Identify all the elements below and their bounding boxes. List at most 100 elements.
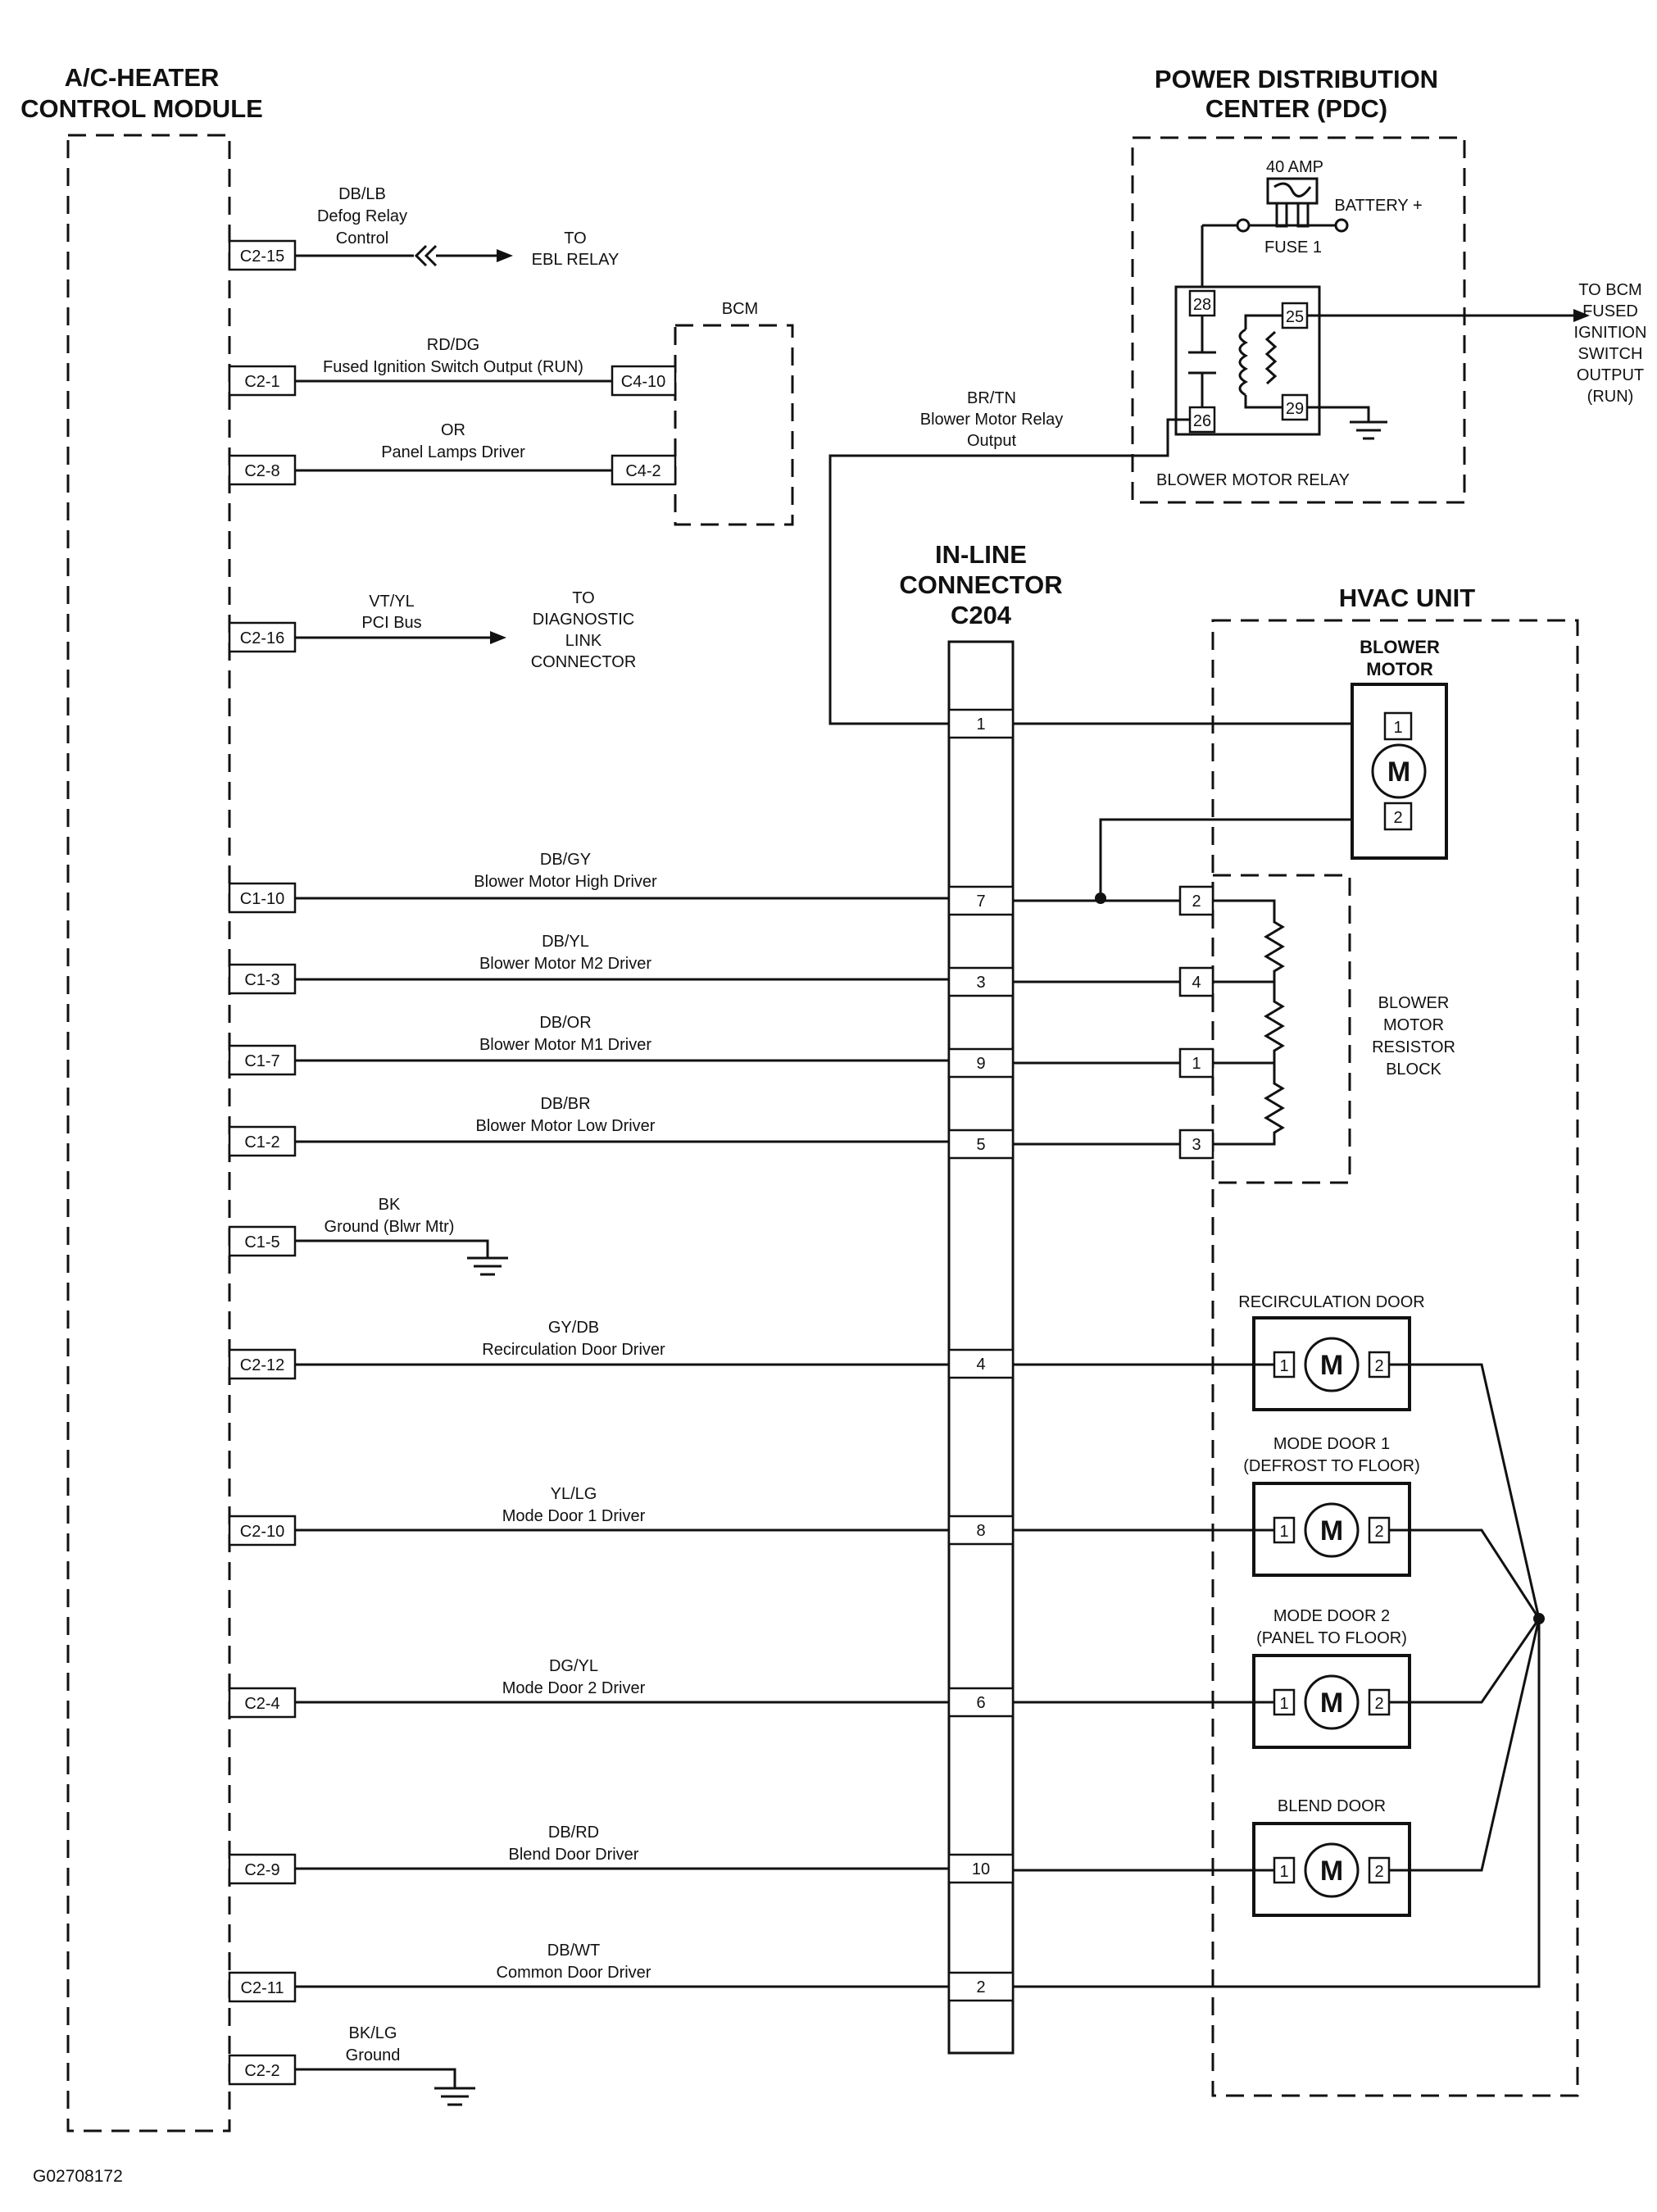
panel-desc: Panel Lamps Driver — [381, 443, 525, 461]
desc-blend: Blend Door Driver — [509, 1846, 639, 1864]
cav-1: 1 — [976, 715, 985, 734]
mode2-label-a: MODE DOOR 2 — [1273, 1607, 1390, 1625]
to-bcm-line2: FUSED — [1582, 302, 1638, 320]
cav-8: 8 — [976, 1522, 985, 1540]
wire-bk: BK — [379, 1196, 401, 1214]
battery-terminal — [1334, 218, 1349, 233]
blower-relay-label: BLOWER MOTOR RELAY — [1156, 471, 1350, 489]
connector-title-1: IN-LINE — [935, 540, 1027, 569]
pdc-title-line2: CENTER (PDC) — [1205, 94, 1387, 123]
battery-label: BATTERY + — [1334, 197, 1422, 215]
mode1-label-a: MODE DOOR 1 — [1273, 1435, 1390, 1453]
pin-c1-5: C1-5 — [244, 1233, 279, 1251]
hvac-outline — [1211, 619, 1579, 2097]
pin-c2-9: C2-9 — [244, 1861, 279, 1879]
resistor-pin-2: 2 — [1192, 893, 1201, 911]
relay-switch-symbol — [1188, 314, 1282, 409]
mode-door-1-actuator: MODE DOOR 1 (DEFROST TO FLOOR) 1 M 2 — [1243, 1435, 1420, 1577]
defog-wire-color: DB/LB — [338, 185, 386, 203]
defog-desc-2: Control — [336, 229, 388, 248]
svg-text:2: 2 — [1374, 1863, 1383, 1881]
fuse-terminal-left — [1236, 218, 1251, 233]
desc-mode2: Mode Door 2 Driver — [502, 1679, 646, 1697]
module-title-line2: CONTROL MODULE — [20, 94, 263, 123]
to-bcm-line3: IGNITION — [1574, 324, 1647, 342]
pin-c2-8: C2-8 — [244, 462, 279, 480]
pin-c2-1: C2-1 — [244, 373, 279, 391]
pin-c1-10: C1-10 — [240, 890, 284, 908]
pin-c2-12-box — [228, 1348, 297, 1380]
connector-title-3: C204 — [951, 601, 1012, 629]
pci-to-diagnostic: DIAGNOSTIC — [533, 611, 634, 629]
panel-wire-color: OR — [441, 421, 465, 439]
cav-10: 10 — [972, 1860, 990, 1878]
svg-text:2: 2 — [1374, 1357, 1383, 1375]
desc-blower-high: Blower Motor High Driver — [474, 873, 657, 891]
svg-text:M: M — [1320, 1515, 1343, 1547]
relay-pin-29: 29 — [1286, 400, 1304, 418]
pdc-outline — [1131, 136, 1466, 504]
bcm-title: BCM — [722, 300, 758, 318]
splice-dot — [1095, 893, 1106, 904]
svg-text:1: 1 — [1279, 1523, 1288, 1541]
defog-desc-1: Defog Relay — [317, 207, 407, 225]
pin-c2-8-box — [228, 454, 297, 486]
pin-c2-1-box — [228, 365, 297, 397]
pci-wire-color: VT/YL — [369, 593, 415, 611]
resistor-label-3: RESISTOR — [1372, 1038, 1455, 1056]
wire-gy-db: GY/DB — [548, 1319, 599, 1337]
recirculation-door-actuator: RECIRCULATION DOOR 1 M 2 — [1238, 1293, 1425, 1411]
relay-pin-26: 26 — [1193, 412, 1211, 430]
blower-motor-label-1: BLOWER — [1360, 637, 1440, 657]
relay-ground-wire — [1307, 406, 1370, 422]
cav-6: 6 — [976, 1694, 985, 1712]
blower-motor-pin1: 1 — [1393, 719, 1402, 737]
pin-c1-10-box — [228, 882, 297, 914]
pin-c2-10: C2-10 — [240, 1523, 284, 1541]
pci-to: TO — [572, 589, 594, 607]
bcm-pin-c4-10: C4-10 — [621, 373, 665, 391]
cav-5: 5 — [976, 1136, 985, 1154]
resistor-label-4: BLOCK — [1386, 1061, 1441, 1079]
pci-desc: PCI Bus — [361, 614, 421, 632]
pin-c1-5-box — [228, 1225, 297, 1257]
ign-desc: Fused Ignition Switch Output (RUN) — [323, 358, 583, 376]
ground-icon-module — [434, 2087, 475, 2106]
figure-id: G02708172 — [33, 2167, 123, 2186]
desc-blower-m2: Blower Motor M2 Driver — [479, 955, 651, 973]
relay-pin-25: 25 — [1286, 308, 1304, 326]
circuit-wires: DB/GY Blower Motor High Driver DB/YL Blo… — [295, 851, 949, 2106]
module-pins: C2-15 C2-1 C2-8 C2-16 C1-10 C1-3 C1-7 C1… — [228, 239, 297, 2086]
module-title-line1: A/C-HEATER — [65, 63, 220, 92]
wire-db-rd: DB/RD — [548, 1824, 599, 1842]
mode2-label-b: (PANEL TO FLOOR) — [1256, 1629, 1407, 1647]
pin-c1-7-box — [228, 1044, 297, 1076]
resistor-block-outline — [1211, 874, 1351, 1184]
svg-text:1: 1 — [1279, 1357, 1288, 1375]
cav-2: 2 — [976, 1978, 985, 1996]
fuse-rating: 40 AMP — [1266, 158, 1323, 176]
relay-out-desc-1: Blower Motor Relay — [920, 411, 1064, 429]
ign-wire-color: RD/DG — [427, 336, 479, 354]
pin-c1-3: C1-3 — [244, 971, 279, 989]
resistor-icons — [1213, 899, 1285, 1146]
fuse-icon — [1266, 177, 1319, 228]
pdc-title-line1: POWER DISTRIBUTION — [1155, 65, 1438, 93]
hvac-title: HVAC UNIT — [1339, 584, 1476, 612]
bcm-pin-c4-2: C4-2 — [625, 462, 661, 480]
desc-blower-low: Blower Motor Low Driver — [476, 1117, 656, 1135]
desc-recirc: Recirculation Door Driver — [482, 1341, 665, 1359]
to-bcm-line1: TO BCM — [1578, 281, 1641, 299]
to-bcm-line5: OUTPUT — [1577, 366, 1644, 384]
pci-arrow-head — [490, 631, 506, 644]
blend-label: BLEND DOOR — [1278, 1797, 1386, 1815]
resistor-pin-1: 1 — [1192, 1055, 1201, 1073]
pin-c1-2: C1-2 — [244, 1133, 279, 1151]
connector-title-2: CONNECTOR — [899, 570, 1062, 599]
relay-ground-icon — [1350, 420, 1387, 440]
svg-text:2: 2 — [1374, 1523, 1383, 1541]
desc-blower-m1: Blower Motor M1 Driver — [479, 1036, 651, 1054]
wire-db-yl: DB/YL — [542, 933, 589, 951]
c204-connector-body — [947, 640, 1015, 2055]
